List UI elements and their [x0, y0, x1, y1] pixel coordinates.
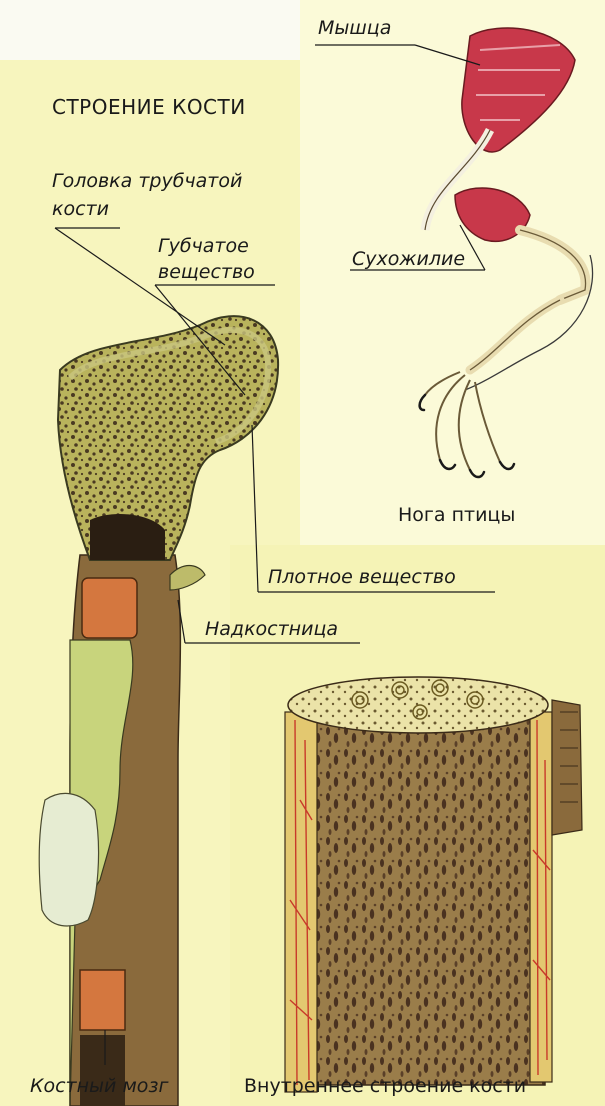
- label-bone-marrow: Костный мозг: [30, 1075, 168, 1097]
- label-spongy-line1: Губчатое: [158, 235, 249, 257]
- label-periosteum: Надкостница: [205, 618, 338, 640]
- label-muscle: Мышца: [318, 17, 391, 39]
- bone-cross-section-illustration: [285, 677, 582, 1092]
- diagram-title: СТРОЕНИЕ КОСТИ: [52, 95, 246, 119]
- caption-bird-leg: Нога птицы: [398, 504, 515, 526]
- label-bone-head-line1: Головка трубчатой: [52, 170, 242, 192]
- caption-inner-structure: Внутреннее строение кости: [244, 1075, 526, 1097]
- marrow-cavity-lower: [80, 970, 125, 1030]
- cross-section-right-wall: [530, 712, 552, 1082]
- label-bone-head-line2: кости: [52, 198, 109, 220]
- label-tendon: Сухожилие: [352, 248, 465, 270]
- periosteum-strip: [552, 700, 582, 835]
- cartilage-window: [39, 793, 98, 926]
- cross-section-core: [305, 700, 545, 1085]
- cross-section-left-wall: [285, 712, 317, 1092]
- label-spongy-line2: вещество: [158, 261, 255, 283]
- marrow-cavity-upper: [82, 578, 137, 638]
- label-compact-substance: Плотное вещество: [268, 566, 456, 588]
